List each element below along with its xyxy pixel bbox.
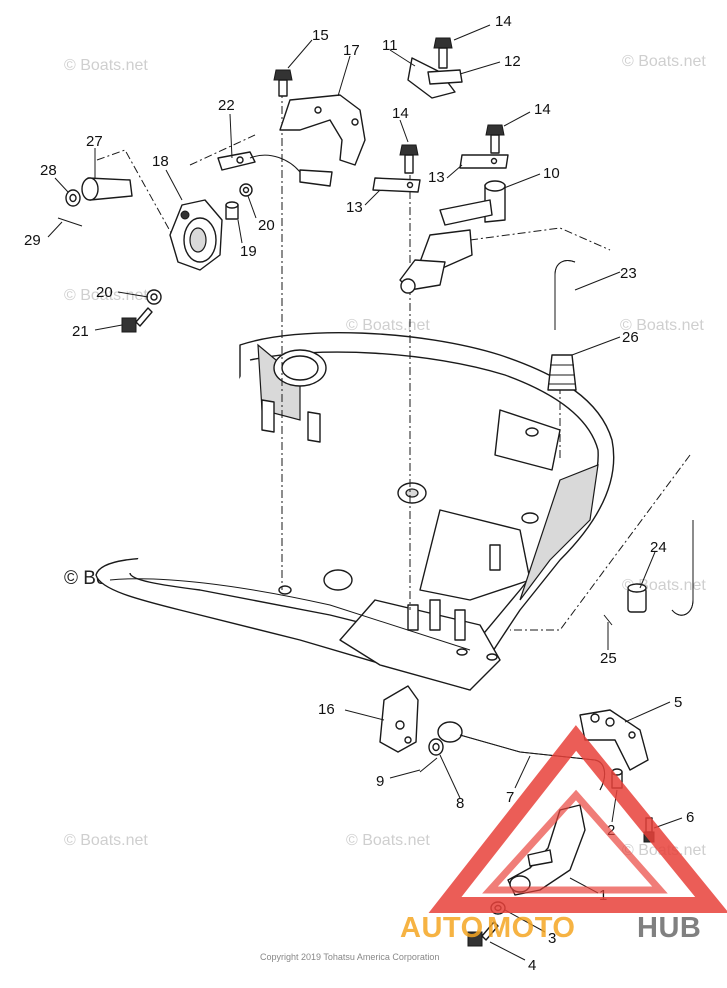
callout-number: 5: [674, 694, 682, 711]
pin-25: [603, 614, 613, 626]
callout-number: 8: [456, 795, 464, 812]
lever-10: [399, 180, 506, 294]
callout-number: 14: [392, 105, 409, 122]
callout-number: 23: [620, 265, 637, 282]
hose-23: [554, 260, 576, 330]
callout-number: 16: [318, 701, 335, 718]
callout-number: 10: [543, 165, 560, 182]
callout-number: 25: [600, 650, 617, 667]
logo-triangle: [428, 725, 727, 913]
callout-number: 28: [40, 162, 57, 179]
lower-cowl-assembly: [95, 331, 615, 691]
watermark: © Boats.net: [64, 57, 148, 74]
watermark: © Boats.net: [64, 832, 148, 849]
shift-rod: [671, 520, 694, 616]
callout-number: 19: [240, 243, 257, 260]
copyright-text: Copyright 2019 Tohatsu America Corporati…: [260, 952, 439, 962]
logo-moto: MOTO: [487, 912, 575, 944]
watermark: © Boats.net: [346, 832, 430, 849]
plate-16: [379, 685, 419, 753]
callout-number: 20: [96, 284, 113, 301]
bolt-14: [433, 37, 453, 69]
cable-22: [217, 151, 333, 187]
watermark: © Boats.net: [620, 317, 704, 334]
callout-number: 26: [622, 329, 639, 346]
callout-number: 21: [72, 323, 89, 340]
bolt-4: [467, 921, 499, 947]
bolt-21: [121, 307, 153, 333]
bolt-14: [485, 124, 505, 154]
callout-number: 24: [650, 539, 667, 556]
plate-13: [372, 177, 421, 193]
bolt-15: [273, 69, 293, 97]
callout-number: 20: [258, 217, 275, 234]
callout-number: 18: [152, 153, 169, 170]
callout-number: 6: [686, 809, 694, 826]
watermark: © Boats.net: [346, 317, 430, 334]
fitting-27: [81, 177, 133, 201]
callout-number: 14: [495, 13, 512, 30]
callout-number: 15: [312, 27, 329, 44]
logo-hub: HUB: [637, 912, 701, 944]
callout-number: 9: [376, 773, 384, 790]
pin-29: [57, 217, 83, 227]
automotohub-logo: AUTO MOTO HUB: [400, 725, 727, 944]
pin-9: [419, 757, 438, 773]
plate-13: [459, 154, 509, 169]
callout-number: 7: [506, 789, 514, 806]
bracket-17: [279, 94, 366, 166]
washer-28: [65, 189, 81, 207]
callout-number: 4: [528, 957, 536, 974]
clip-11-12: [407, 57, 463, 99]
callout-number: 29: [24, 232, 41, 249]
logo-inner-triangle: [482, 789, 668, 894]
callout-number: 11: [382, 37, 398, 54]
callout-number: 3: [548, 930, 556, 947]
bracket-5: [579, 709, 649, 771]
collar-19: [225, 201, 239, 220]
logo-auto: AUTO: [400, 912, 484, 944]
callout-number: 1: [599, 887, 607, 904]
watermark: © Boats.net: [64, 287, 148, 304]
callout-number: 17: [343, 42, 360, 59]
callout-number: 13: [428, 169, 445, 186]
callout-number: 12: [504, 53, 521, 70]
washer-8: [428, 738, 444, 756]
callout-number: 22: [218, 97, 235, 114]
washer-20: [239, 183, 253, 197]
grommet-26: [547, 354, 577, 391]
knob-24: [627, 583, 647, 613]
callout-number: 27: [86, 133, 103, 150]
bolt-14: [399, 144, 419, 174]
housing-18: [169, 199, 223, 271]
guide-lines: [96, 90, 691, 631]
callout-number: 13: [346, 199, 363, 216]
washer-20: [146, 289, 162, 305]
leader-lines: [47, 24, 683, 961]
watermark: © Boats.net: [622, 53, 706, 70]
callout-number: 14: [534, 101, 551, 118]
